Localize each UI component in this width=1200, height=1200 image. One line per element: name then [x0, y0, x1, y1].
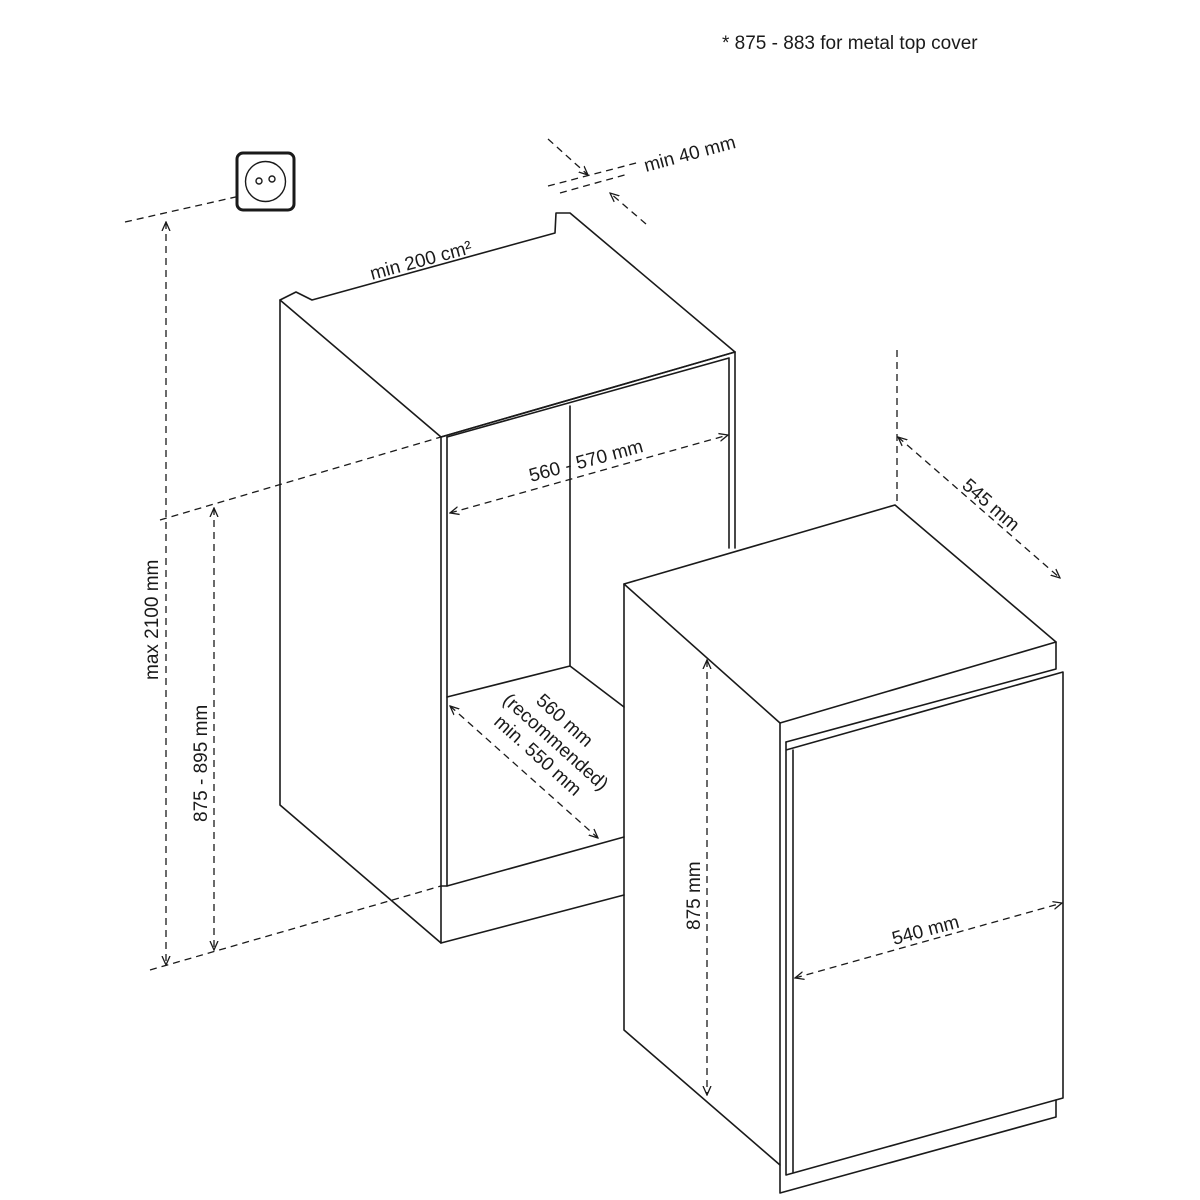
total-height-label: max 2100 mm	[142, 560, 163, 680]
appliance-height-label: 875 mm	[684, 861, 705, 930]
vent-area-label: min 200 cm²	[368, 237, 474, 284]
appliance-depth-label: 545 mm	[958, 475, 1024, 536]
appliance-fridge	[623, 504, 1064, 1194]
niche-height-label: 875 - 895 mm	[191, 705, 212, 822]
min-gap-label: min 40 mm	[642, 132, 738, 177]
niche-width-label: 560 - 570 mm	[527, 436, 646, 487]
niche-depth-label: 560 mm (recommended) min. 550 mm	[490, 690, 612, 801]
appliance-width-label: 540 mm	[890, 912, 962, 950]
metal-top-cover-note: * 875 - 883 for metal top cover	[722, 33, 978, 54]
cabinet-niche	[279, 212, 736, 944]
power-socket-icon	[235, 151, 296, 212]
